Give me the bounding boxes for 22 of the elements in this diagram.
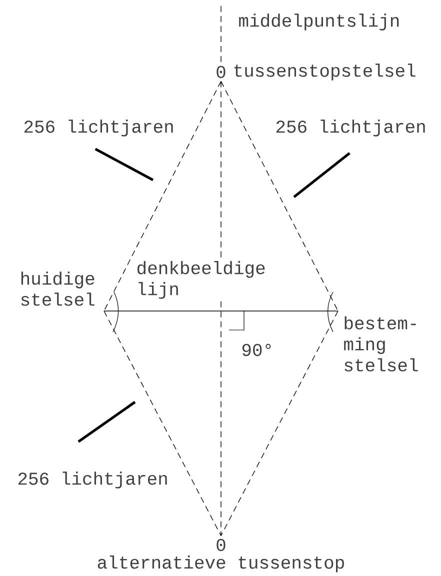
dashed-line <box>220 310 338 536</box>
dashed-line <box>220 6 222 64</box>
dashed-line <box>220 80 338 312</box>
vertex-label: 0 <box>216 538 226 552</box>
leader-line <box>293 152 350 198</box>
dashed-line <box>104 80 222 312</box>
distance-label: 256 lichtjaren <box>18 472 167 488</box>
system-label: huidige stelsel <box>21 272 94 306</box>
system-label: bestem- ming stelsel <box>344 316 418 372</box>
node-caption: tussenstopstelsel <box>234 64 416 80</box>
dashed-line <box>220 80 222 536</box>
distance-label: 256 lichtjaren <box>24 120 173 136</box>
angle-label: 90° <box>242 344 271 356</box>
line-label: middelpuntslijn <box>239 14 399 30</box>
vertex-label: 0 <box>216 66 226 78</box>
distance-label: 256 lichtjaren <box>276 120 425 136</box>
node-caption: alternatieve tussenstop <box>98 556 344 572</box>
edge-label: denkbeeldige lijn <box>134 259 270 301</box>
leader-line <box>78 400 136 443</box>
leader-line <box>94 148 154 182</box>
dashed-line <box>104 310 222 536</box>
line <box>104 310 338 312</box>
